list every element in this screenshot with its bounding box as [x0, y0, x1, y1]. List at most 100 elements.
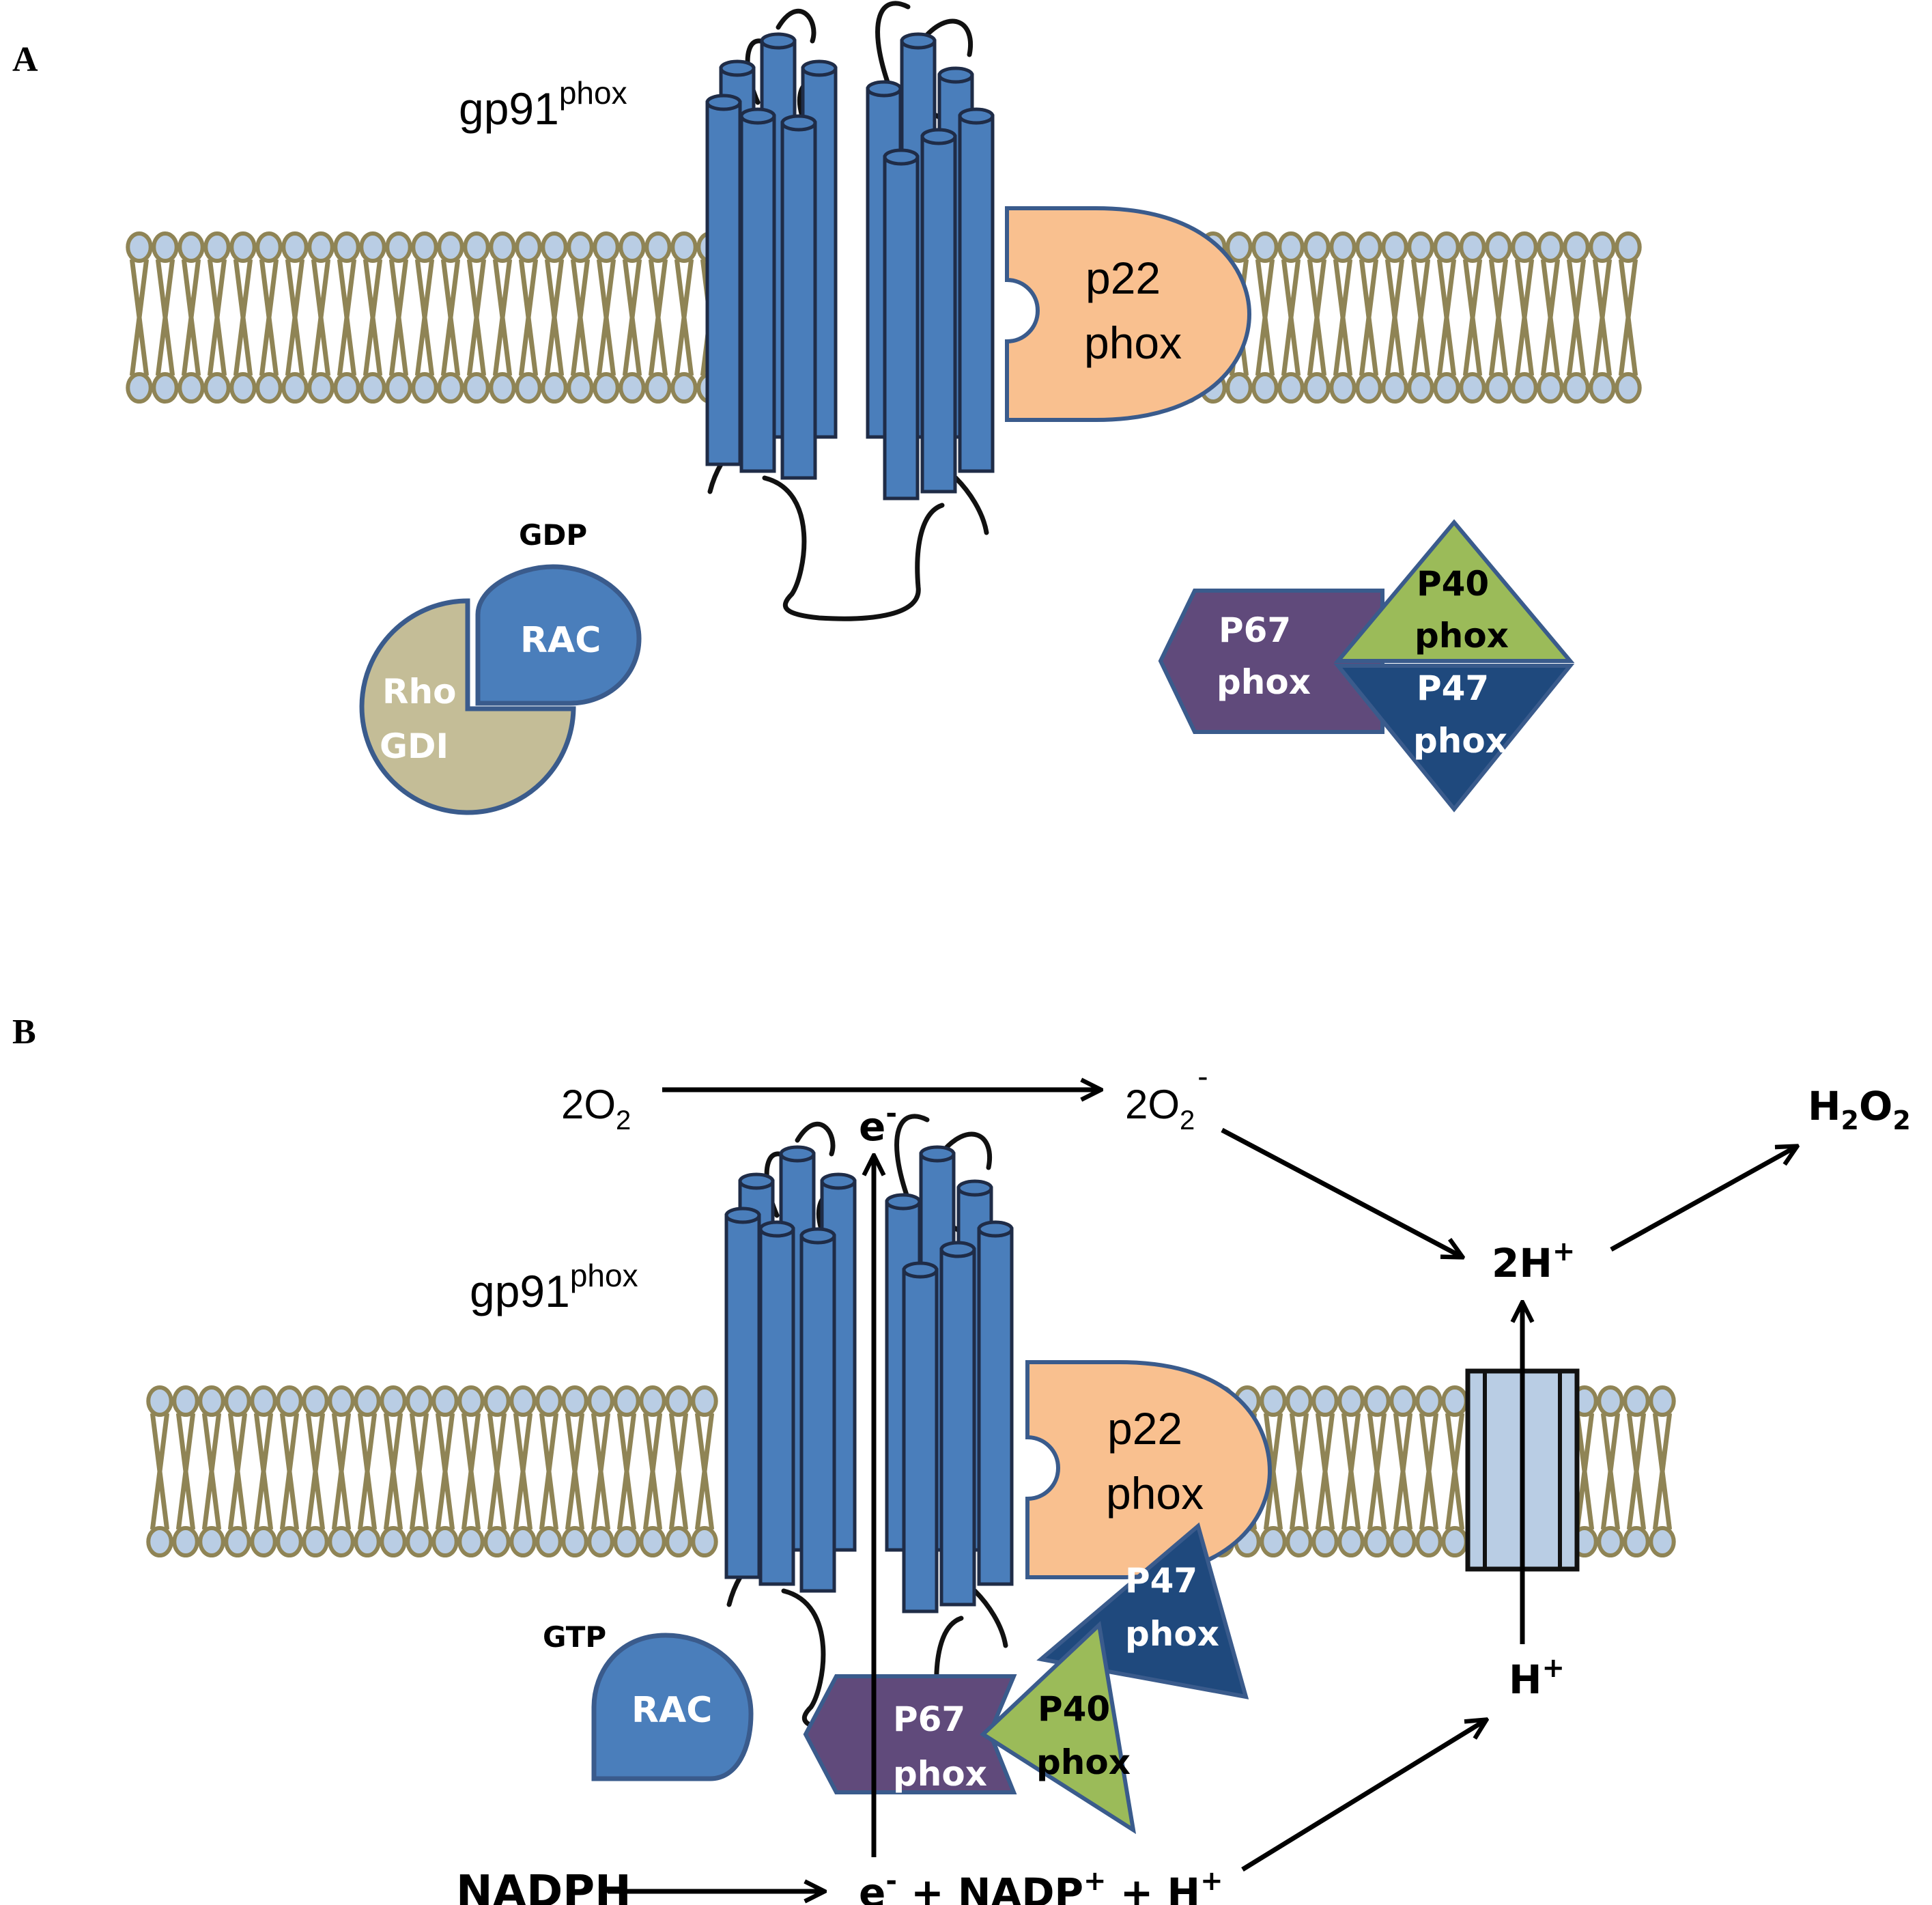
p67-phox-b: P67 phox: [803, 1674, 1017, 1794]
lipid-head: [1225, 372, 1253, 404]
lipid-tails: [150, 1413, 715, 1530]
p67-label-a-line2: phox: [1217, 662, 1311, 702]
helix-cap: [883, 148, 920, 166]
lipid-head: [1303, 231, 1331, 263]
helix-group: [724, 1206, 761, 1579]
helix-group: [799, 1227, 836, 1593]
lipid-head: [1389, 1385, 1417, 1417]
gp91-label-b: gp91phox: [470, 1258, 638, 1316]
lipid-head: [1363, 1385, 1391, 1417]
lipid-head: [483, 1526, 511, 1557]
lipid-head: [1623, 1385, 1650, 1417]
lipid-head: [250, 1526, 277, 1557]
lipid-head: [1225, 231, 1253, 263]
reaction-products-label: e- + NADP+ + H+: [859, 1865, 1223, 1905]
lipid-head: [152, 231, 179, 263]
lipid-head: [1355, 231, 1382, 263]
helix-cap: [958, 107, 995, 125]
p22-label-line2: phox: [1084, 318, 1182, 368]
lipid-head: [359, 372, 386, 404]
lipid-head: [639, 1385, 666, 1417]
helix-group: [977, 1220, 1014, 1586]
lipid-head: [1537, 372, 1564, 404]
transmembrane-helix: [724, 1213, 761, 1579]
lipid-head: [1285, 1526, 1313, 1557]
lipid-head: [224, 1526, 251, 1557]
p22-phox-a: p22 phox: [1005, 206, 1252, 422]
lipid-head: [255, 372, 283, 404]
transmembrane-helix: [739, 114, 776, 473]
lipid-head: [333, 231, 360, 263]
lipid-head: [1485, 372, 1512, 404]
lipid-head: [172, 1385, 199, 1417]
lipid-head: [665, 1385, 692, 1417]
p47-label-b-line1: P47: [1125, 1561, 1197, 1600]
lipid-head: [1329, 372, 1356, 404]
helix-group: [920, 128, 957, 494]
helix-group: [939, 1241, 976, 1607]
panel-b: B gp91phox p22 phox GTP RAC P47 phox: [12, 1013, 1911, 1905]
lipid-head: [437, 372, 464, 404]
lipid-head: [411, 372, 438, 404]
lipid-head: [1260, 1526, 1287, 1557]
gtp-label: GTP: [543, 1620, 606, 1654]
lipid-head: [354, 1526, 381, 1557]
lipid-head: [1285, 1385, 1313, 1417]
lipid-head: [229, 372, 257, 404]
lipid-head: [1511, 231, 1538, 263]
superoxide-label: 2O2-: [1125, 1058, 1208, 1135]
lipid-head: [515, 372, 542, 404]
panel-a: A gp91phox p22 phox GDP Rho GDI RAC P67 …: [12, 1, 1642, 815]
gp91-phox-a: [705, 1, 995, 621]
lipid-head: [1433, 372, 1460, 404]
lipid-head: [509, 1526, 537, 1557]
p40-label-a-line1: P40: [1417, 564, 1489, 604]
p22-phox-b: p22 phox: [1025, 1360, 1273, 1579]
rac-gdp-a: RAC: [475, 564, 642, 706]
lipid-head: [665, 1526, 692, 1557]
lipid-head: [1251, 372, 1279, 404]
lipid-head: [670, 372, 698, 404]
lipid-head: [1381, 231, 1408, 263]
p40-label-b-line2: phox: [1036, 1742, 1131, 1782]
lipid-head: [1597, 1526, 1624, 1557]
gdp-label: GDP: [519, 518, 587, 552]
lipid-head: [1563, 231, 1590, 263]
transmembrane-helix: [883, 155, 920, 500]
transmembrane-helix: [758, 1227, 795, 1586]
lipid-head: [1363, 1526, 1391, 1557]
transmembrane-helix: [902, 1268, 939, 1613]
lipid-head: [489, 372, 516, 404]
lipid-head: [431, 1385, 459, 1417]
helix-cap: [820, 1172, 857, 1190]
lipid-head: [1615, 372, 1642, 404]
helix-group: [739, 107, 776, 473]
lipid-head: [587, 1526, 614, 1557]
helix-cap: [739, 107, 776, 125]
lipid-head: [670, 231, 698, 263]
lipid-head: [328, 1385, 355, 1417]
helix-group: [780, 114, 817, 480]
lipid-head: [406, 1526, 433, 1557]
lipid-head: [198, 1385, 225, 1417]
gp91-phox-b: [724, 1114, 1014, 1734]
lipid-head: [1511, 372, 1538, 404]
lipid-head: [172, 1526, 199, 1557]
lipid-head: [561, 1526, 588, 1557]
rac-gtp-b: RAC: [591, 1633, 754, 1781]
lipid-head: [593, 372, 620, 404]
lipid-head: [1649, 1526, 1676, 1557]
lipid-head: [146, 1385, 173, 1417]
helix-group: [958, 107, 995, 473]
p40-phox-a: [1333, 519, 1575, 663]
rho-gdi-a: Rho GDI: [359, 598, 576, 815]
lipid-head: [1277, 231, 1305, 263]
lipid-head: [535, 1385, 563, 1417]
lipid-head: [1260, 1385, 1287, 1417]
lipid-head: [1459, 231, 1486, 263]
lipid-head: [1381, 372, 1408, 404]
helix-cap: [902, 1261, 939, 1279]
lipid-head: [1649, 1385, 1676, 1417]
helix-group: [758, 1220, 795, 1586]
lipid-head: [307, 231, 335, 263]
